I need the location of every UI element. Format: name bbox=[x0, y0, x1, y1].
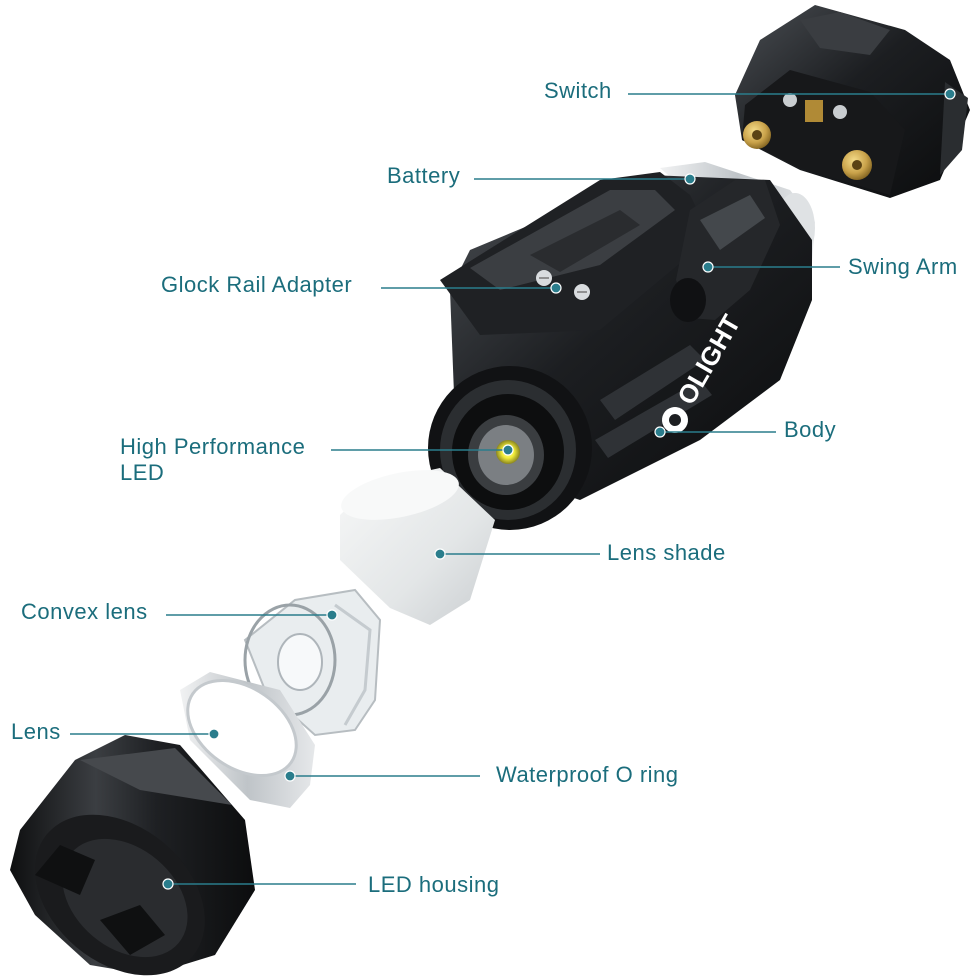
leader-dot-lens-shade bbox=[434, 548, 446, 560]
leader-dot-switch bbox=[944, 88, 956, 100]
label-high-performance-led-line1: High Performance bbox=[120, 434, 306, 459]
leader-dot-led-housing bbox=[162, 878, 174, 890]
label-lens-shade: Lens shade bbox=[607, 540, 726, 565]
led-housing-part bbox=[10, 735, 255, 976]
callout-leaders bbox=[70, 88, 956, 890]
label-led-housing: LED housing bbox=[368, 872, 500, 897]
label-body: Body bbox=[784, 417, 837, 442]
switch-part bbox=[735, 5, 970, 198]
leader-dot-lens bbox=[208, 728, 220, 740]
leader-dot-swing-arm bbox=[702, 261, 714, 273]
label-glock-rail-adapter: Glock Rail Adapter bbox=[161, 272, 353, 297]
leader-dot-glock-rail-adapter bbox=[550, 282, 562, 294]
body-part: OLIGHT bbox=[428, 172, 812, 530]
leader-dot-body bbox=[654, 426, 666, 438]
leader-dot-convex-lens bbox=[326, 609, 338, 621]
label-high-performance-led-line2: LED bbox=[120, 460, 165, 485]
waterproof-o-ring-part bbox=[180, 672, 315, 808]
label-high-performance-led: High Performance LED bbox=[120, 434, 305, 486]
label-battery: Battery bbox=[387, 163, 461, 188]
label-swing-arm: Swing Arm bbox=[848, 254, 958, 279]
leader-dot-waterproof-o-ring bbox=[284, 770, 296, 782]
leader-dot-battery bbox=[684, 173, 696, 185]
label-convex-lens: Convex lens bbox=[21, 599, 148, 624]
leader-dot-high-performance-led bbox=[502, 444, 514, 456]
lens-shade-part bbox=[340, 468, 495, 625]
label-lens: Lens bbox=[11, 719, 61, 744]
label-waterproof-o-ring: Waterproof O ring bbox=[496, 762, 679, 787]
label-switch: Switch bbox=[544, 78, 612, 103]
